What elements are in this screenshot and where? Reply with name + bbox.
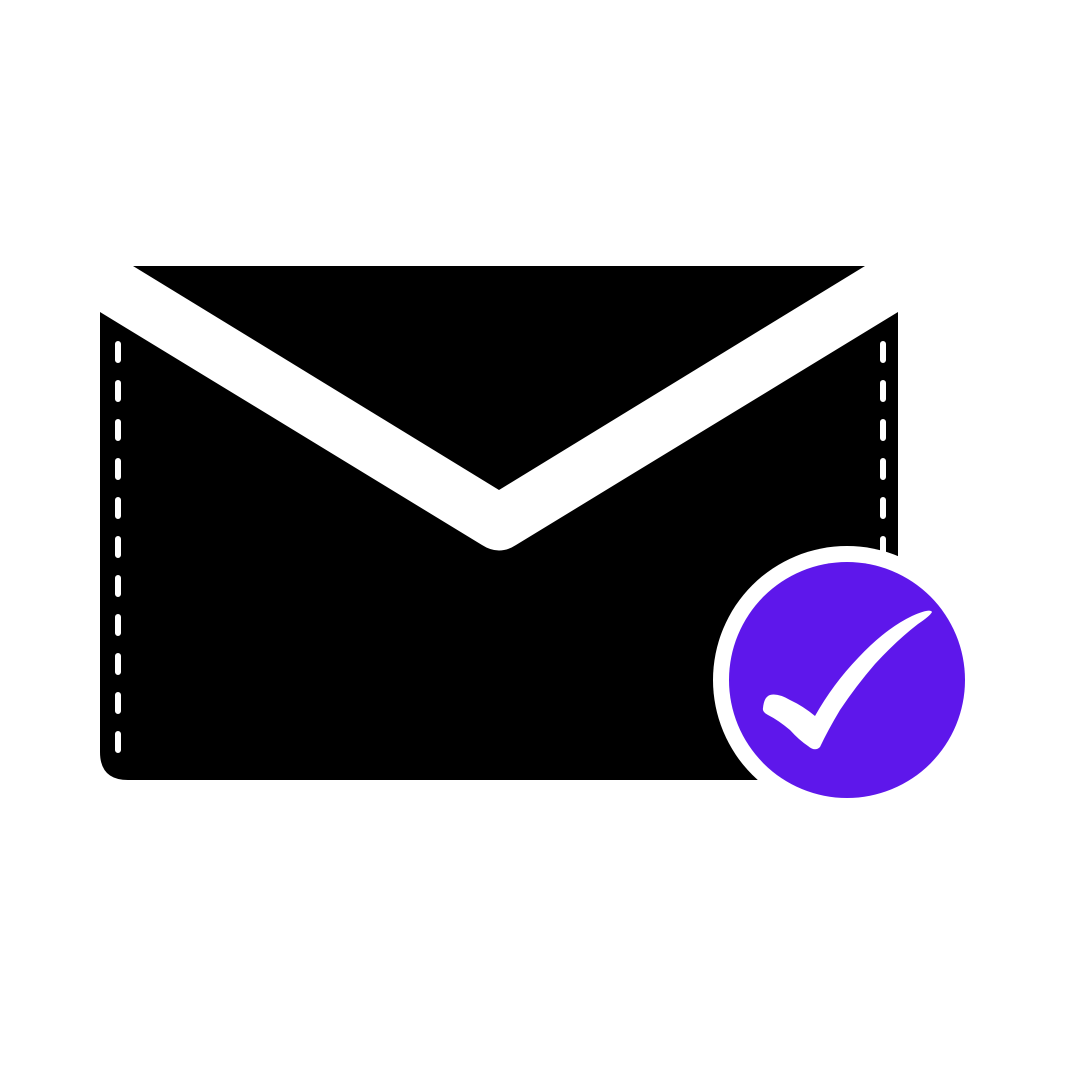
checkmark-badge-icon [713, 546, 981, 814]
envelope-flap [133, 266, 865, 490]
checkmark-icon [762, 610, 932, 750]
envelope-body [100, 312, 898, 780]
